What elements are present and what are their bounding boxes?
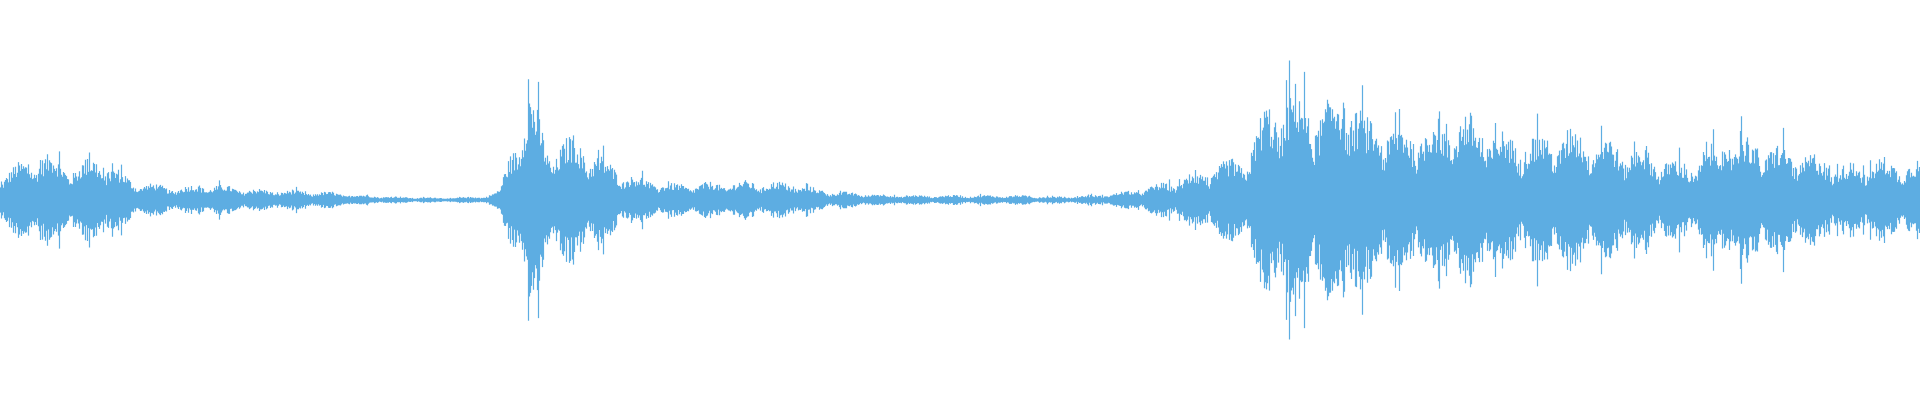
waveform-bars [0, 60, 1920, 340]
